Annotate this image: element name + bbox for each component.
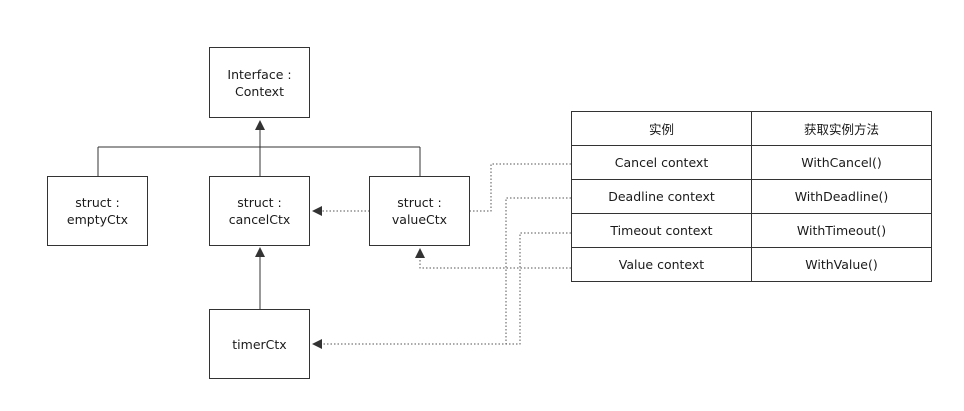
node-emptyctx: struct : emptyCtx xyxy=(47,176,148,246)
table-header-instance: 实例 xyxy=(571,111,752,146)
context-methods-table: 实例 获取实例方法 Cancel context WithCancel() De… xyxy=(571,111,932,282)
table-row: Deadline context WithDeadline() xyxy=(571,179,932,214)
table-row: Value context WithValue() xyxy=(571,247,932,282)
dotted-deadline-to-timerctx xyxy=(312,197,571,349)
table-cell-instance: Value context xyxy=(571,247,752,282)
table-header-method: 获取实例方法 xyxy=(751,111,932,146)
table-row: Cancel context WithCancel() xyxy=(571,145,932,180)
table-cell-method: WithCancel() xyxy=(751,145,932,180)
node-timerctx-line1: timerCtx xyxy=(232,336,287,352)
node-cancelctx: struct : cancelCtx xyxy=(209,176,310,246)
node-valuectx-line2: valueCtx xyxy=(391,212,448,227)
node-context-line1: Interface : xyxy=(227,66,292,82)
node-context: Interface : Context xyxy=(209,47,310,118)
node-valuectx: struct : valueCtx xyxy=(369,176,470,246)
table-cell-method: WithDeadline() xyxy=(751,179,932,214)
table-cell-instance: Cancel context xyxy=(571,145,752,180)
node-emptyctx-line1: struct : xyxy=(75,195,120,210)
table-cell-method: WithValue() xyxy=(751,247,932,282)
table-row: Timeout context WithTimeout() xyxy=(571,213,932,248)
dotted-cancel-to-cancelctx xyxy=(312,163,571,216)
node-valuectx-line1: struct : xyxy=(397,195,442,210)
node-timerctx: timerCtx xyxy=(209,309,310,379)
node-cancelctx-line1: struct : xyxy=(237,195,282,210)
node-cancelctx-line2: cancelCtx xyxy=(228,212,291,227)
node-context-line2: Context xyxy=(235,83,284,99)
node-emptyctx-line2: emptyCtx xyxy=(66,212,129,227)
dotted-value-to-valuectx xyxy=(415,248,571,269)
table-cell-instance: Deadline context xyxy=(571,179,752,214)
table-header-row: 实例 获取实例方法 xyxy=(571,111,932,146)
table-cell-instance: Timeout context xyxy=(571,213,752,248)
table-cell-method: WithTimeout() xyxy=(751,213,932,248)
dotted-timeout-to-timerctx xyxy=(506,232,571,345)
